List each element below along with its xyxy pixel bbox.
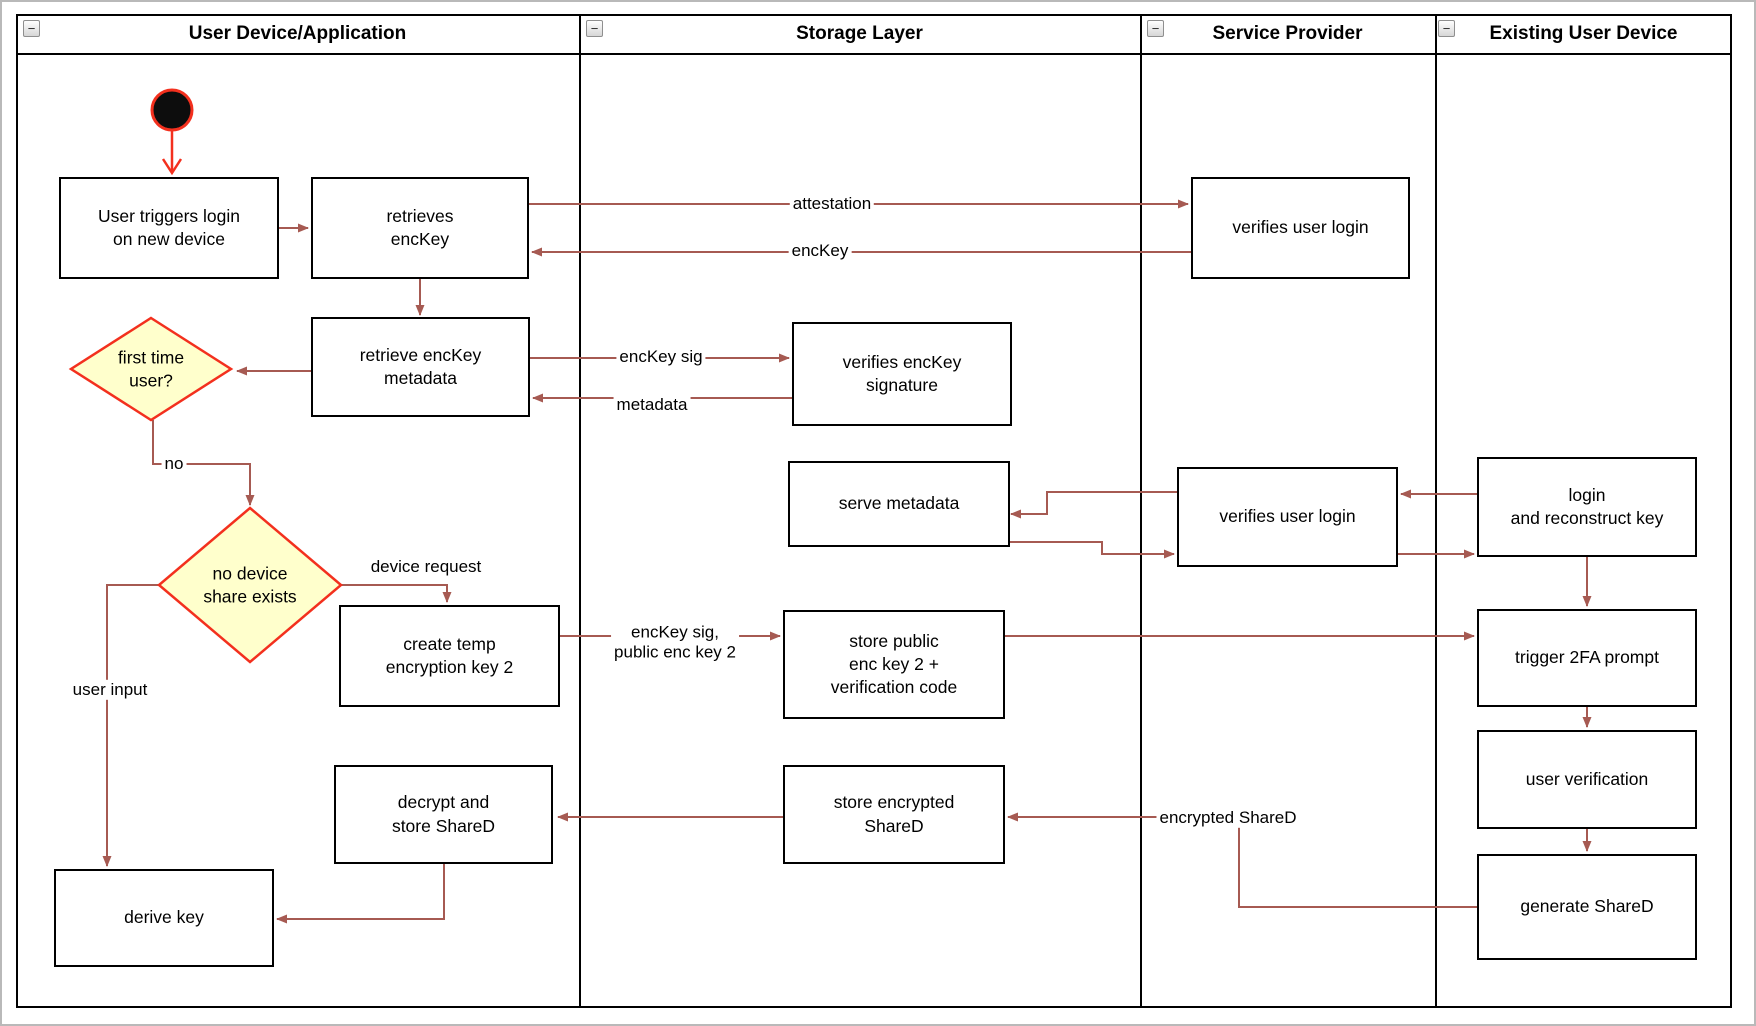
edge-label-encrypted-shared[interactable]: encrypted ShareD	[1156, 807, 1300, 829]
lane-title: Existing User Device	[1489, 22, 1678, 44]
edge-label-enckey[interactable]: encKey	[788, 240, 852, 262]
edge-label-enckey-sig-public[interactable]: encKey sig, public enc key 2	[611, 622, 739, 664]
activity-node-user-verification[interactable]: user verification	[1477, 730, 1697, 829]
activity-node-user-triggers-login[interactable]: User triggers login on new device	[59, 177, 279, 279]
activity-node-create-temp-key2[interactable]: create temp encryption key 2	[339, 605, 560, 707]
edge-label-metadata[interactable]: metadata	[613, 394, 691, 416]
lane-divider-2	[1140, 14, 1142, 1008]
swimlane-pool-frame	[16, 14, 1732, 1008]
lane-title: Storage Layer	[796, 22, 923, 44]
activity-node-retrieve-enckey-metadata[interactable]: retrieve encKey metadata	[311, 317, 530, 417]
activity-node-serve-metadata[interactable]: serve metadata	[788, 461, 1010, 547]
activity-node-retrieves-enckey[interactable]: retrieves encKey	[311, 177, 529, 279]
decision-no-device-share[interactable]	[157, 506, 343, 664]
activity-node-trigger-2fa[interactable]: trigger 2FA prompt	[1477, 609, 1697, 707]
lane-header-underline	[16, 53, 1732, 55]
lane-title: User Device/Application	[188, 22, 407, 44]
lane-header-existing-user-device[interactable]: Existing User Device	[1435, 14, 1732, 53]
edge-decrypt-to-derive[interactable]	[276, 864, 445, 924]
edge-label-enckey-sig[interactable]: encKey sig	[616, 346, 706, 368]
decision-first-time-user[interactable]	[68, 316, 234, 422]
activity-node-verifies-user-login-top[interactable]: verifies user login	[1191, 177, 1410, 279]
decision-label-first-time-user: first time user?	[117, 347, 185, 390]
edge-no-branch[interactable]	[152, 420, 255, 506]
open-arrowhead-icon	[161, 158, 183, 176]
lane-title: Service Provider	[1212, 22, 1363, 44]
decision-label-no-device-share: no device share exists	[203, 563, 297, 606]
collapse-icon[interactable]: −	[23, 20, 40, 37]
edge-serve-metadata-to-verify[interactable]	[1010, 541, 1175, 559]
activity-node-derive-key[interactable]: derive key	[54, 869, 274, 967]
edge-device-request[interactable]	[341, 584, 452, 603]
activity-node-decrypt-store-shared[interactable]: decrypt and store ShareD	[334, 765, 553, 864]
start-node[interactable]	[150, 88, 194, 132]
lane-divider-1	[579, 14, 581, 1008]
lane-header-service-provider[interactable]: Service Provider	[1140, 14, 1435, 53]
lane-header-user-device-application[interactable]: User Device/Application	[16, 14, 579, 53]
lane-header-storage-layer[interactable]: Storage Layer	[579, 14, 1140, 53]
collapse-icon[interactable]: −	[1147, 20, 1164, 37]
edge-label-no[interactable]: no	[161, 453, 187, 475]
edge-verify-to-serve-metadata[interactable]	[1010, 491, 1177, 519]
collapse-icon[interactable]: −	[1438, 20, 1455, 37]
edge-encrypted-shared[interactable]	[1007, 812, 1477, 908]
edge-label-device-request[interactable]: device request	[367, 556, 485, 578]
lane-divider-3	[1435, 14, 1437, 1008]
activity-node-verifies-user-login-mid[interactable]: verifies user login	[1177, 467, 1398, 567]
activity-node-store-encrypted-shared[interactable]: store encrypted ShareD	[783, 765, 1005, 864]
activity-node-verifies-enckey-signature[interactable]: verifies encKey signature	[792, 322, 1012, 426]
edge-label-user-input[interactable]: user input	[69, 679, 151, 701]
collapse-icon[interactable]: −	[586, 20, 603, 37]
edge-user-input[interactable]	[102, 584, 159, 867]
activity-node-store-public-key2[interactable]: store public enc key 2 + verification co…	[783, 610, 1005, 719]
edge-label-attestation[interactable]: attestation	[789, 193, 875, 215]
activity-node-generate-shared[interactable]: generate ShareD	[1477, 854, 1697, 960]
activity-node-login-reconstruct-key[interactable]: login and reconstruct key	[1477, 457, 1697, 557]
